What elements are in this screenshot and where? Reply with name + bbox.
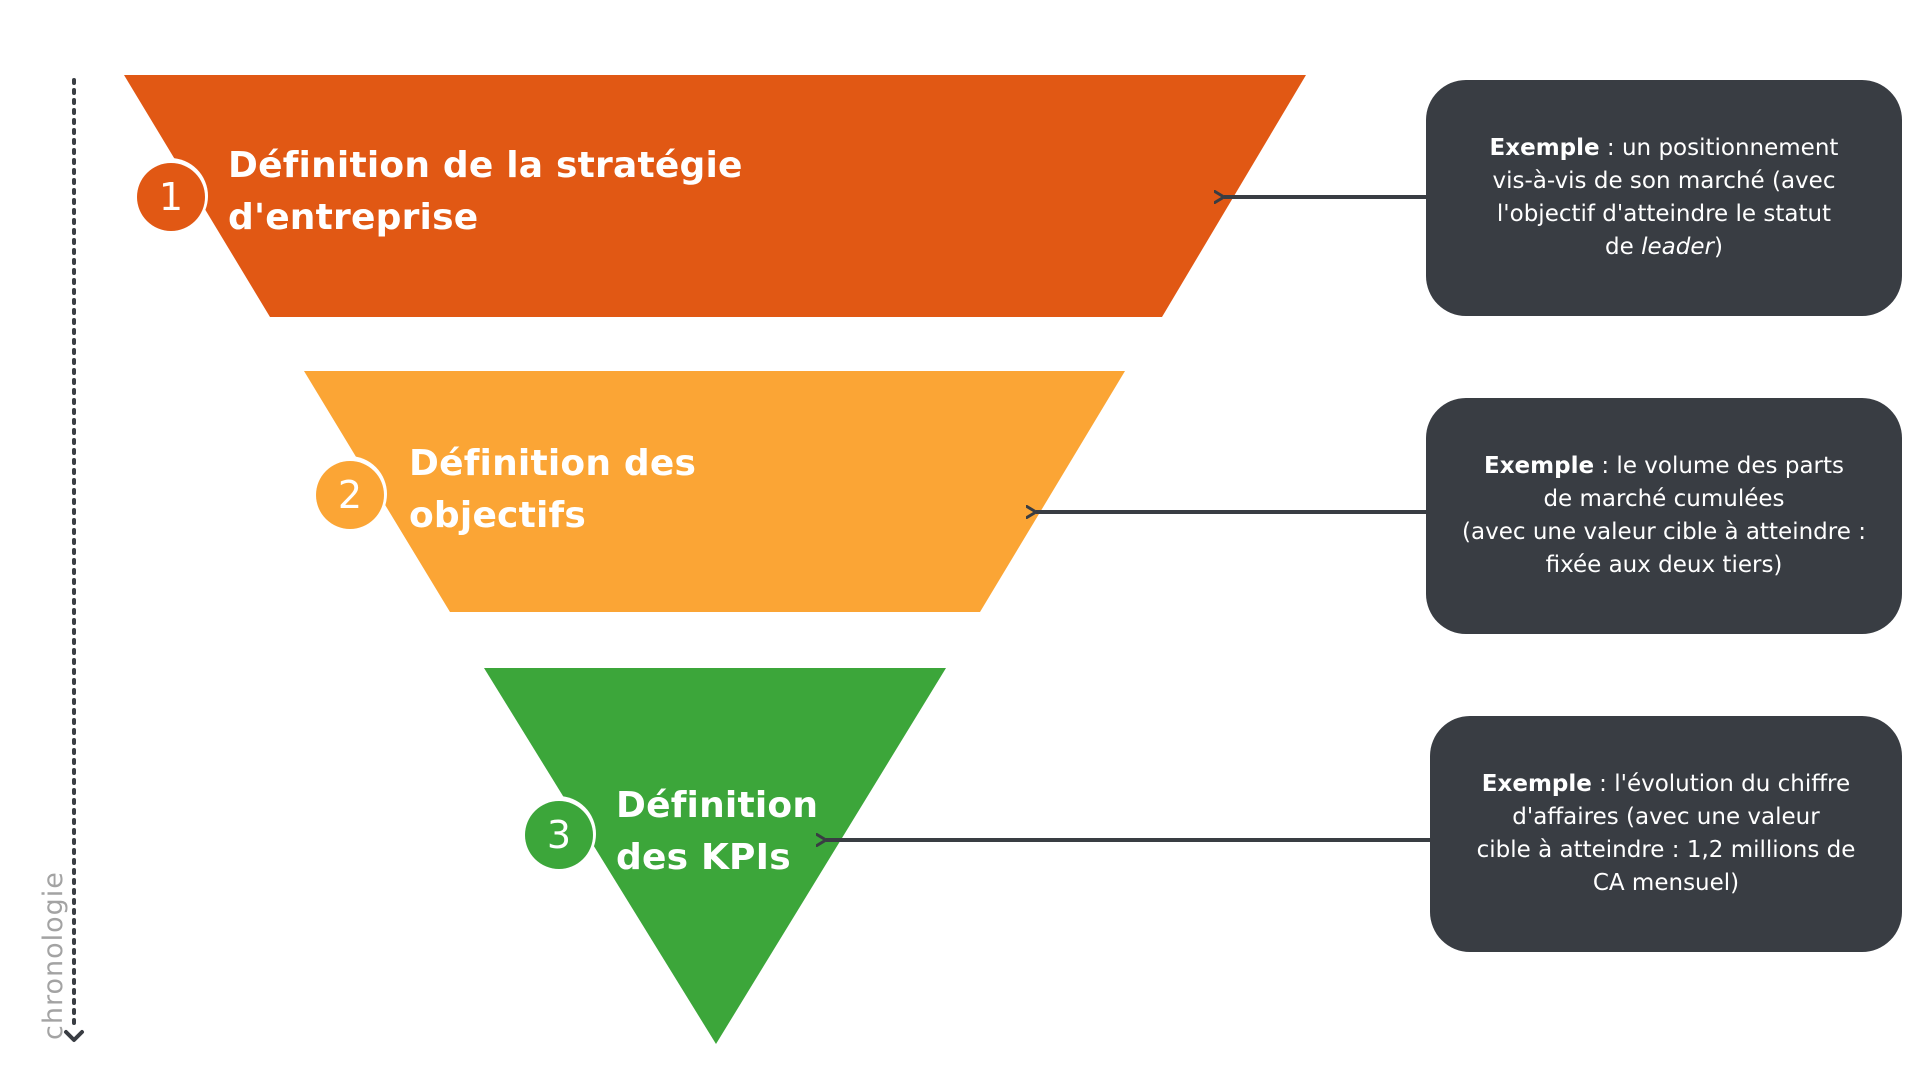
example-1-line-3: l'objectif d'atteindre le statut bbox=[1496, 201, 1832, 227]
example-box-2: Exemple : le volume des parts de marché … bbox=[1426, 398, 1902, 634]
example-3-line-1: Exemple : l'évolution du chiffre bbox=[1477, 768, 1856, 801]
stage-1-title-line-1: Définition de la stratégie bbox=[228, 145, 743, 186]
example-1-keyword: Exemple bbox=[1489, 135, 1600, 161]
example-1-line-4-italic: leader bbox=[1641, 234, 1714, 260]
example-box-1: Exemple : un positionnement vis-à-vis de… bbox=[1426, 80, 1902, 316]
example-1-line-4-post: ) bbox=[1713, 234, 1723, 260]
timeline-label: chronologie bbox=[38, 871, 69, 1040]
example-2-line-1: Exemple : le volume des parts bbox=[1462, 450, 1866, 483]
timeline-arrow-icon bbox=[64, 1030, 84, 1042]
stage-1-number-badge: 1 bbox=[137, 163, 205, 231]
stage-3-title: Définition des KPIs bbox=[616, 780, 818, 884]
stage-2-number-badge: 2 bbox=[316, 461, 384, 529]
funnel-stage-2-shape bbox=[304, 371, 1125, 612]
example-1-line-2: vis-à-vis de son marché (avec bbox=[1492, 168, 1836, 194]
stage-3-title-line-2: des KPIs bbox=[616, 837, 791, 878]
stage-3-title-line-1: Définition bbox=[616, 785, 819, 826]
example-1-line-4-pre: de bbox=[1605, 234, 1642, 260]
example-box-3: Exemple : l'évolution du chiffre d'affai… bbox=[1430, 716, 1902, 952]
example-2-line-3: (avec une valeur cible à atteindre : bbox=[1462, 519, 1866, 545]
example-2-line-4: fixée aux deux tiers) bbox=[1545, 552, 1783, 578]
example-3-line-4: CA mensuel) bbox=[1592, 870, 1740, 896]
stage-1-title-line-2: d'entreprise bbox=[228, 197, 479, 238]
example-3-line-1-rest: : l'évolution du chiffre bbox=[1591, 771, 1851, 797]
example-2-keyword: Exemple bbox=[1484, 453, 1595, 479]
example-3-line-2: d'affaires (avec une valeur bbox=[1512, 804, 1820, 830]
example-2-line-2: de marché cumulées bbox=[1543, 486, 1785, 512]
example-3-line-3: cible à atteindre : 1,2 millions de bbox=[1476, 837, 1856, 863]
funnel-stage-3-shape bbox=[484, 668, 946, 1044]
example-1-text: Exemple : un positionnement vis-à-vis de… bbox=[1490, 132, 1839, 264]
stage-1-title: Définition de la stratégie d'entreprise bbox=[228, 140, 743, 244]
stage-3-number-badge: 3 bbox=[525, 801, 593, 869]
example-2-text: Exemple : le volume des parts de marché … bbox=[1462, 450, 1866, 582]
example-2-line-1-rest: : le volume des parts bbox=[1594, 453, 1844, 479]
stage-2-title-line-2: objectifs bbox=[409, 495, 587, 536]
funnel-stage-1-shape bbox=[124, 75, 1306, 317]
example-1-line-1: Exemple : un positionnement bbox=[1490, 132, 1839, 165]
example-3-text: Exemple : l'évolution du chiffre d'affai… bbox=[1477, 768, 1856, 900]
example-3-keyword: Exemple bbox=[1481, 771, 1592, 797]
stage-2-title-line-1: Définition des bbox=[409, 443, 697, 484]
stage-2-title: Définition des objectifs bbox=[409, 438, 696, 542]
example-1-line-1-rest: : un positionnement bbox=[1599, 135, 1839, 161]
example-1-line-4: de leader) bbox=[1490, 231, 1839, 264]
